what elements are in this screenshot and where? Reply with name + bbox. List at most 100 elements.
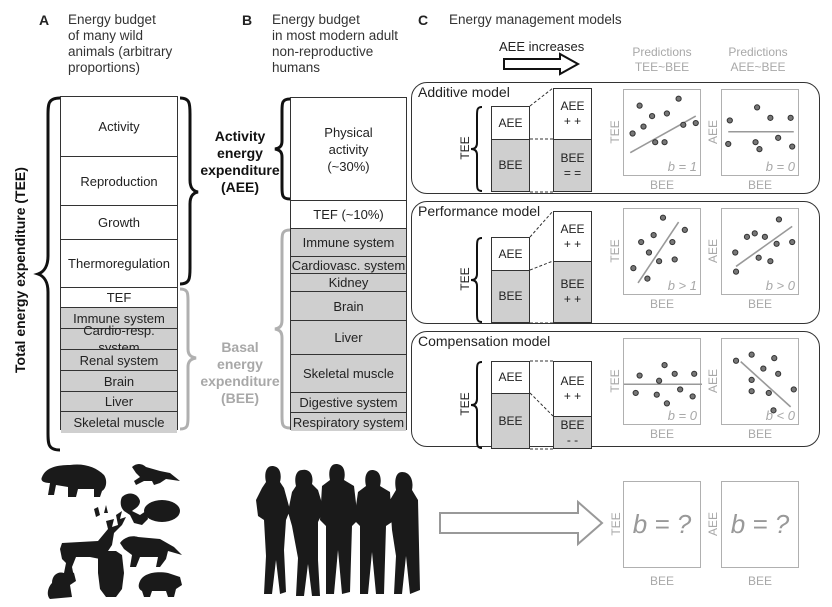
- aee-label-line: (AEE): [220, 179, 260, 195]
- data-point: [732, 357, 740, 364]
- budget-cell-label: Growth: [98, 215, 140, 230]
- budget-cell: Growth: [61, 206, 177, 240]
- data-point: [677, 386, 684, 393]
- big-hollow-arrow: [439, 499, 604, 547]
- bee-label-line: Basal: [221, 339, 259, 355]
- bee-axis-label: BEE: [747, 427, 772, 441]
- data-point: [636, 102, 643, 109]
- pred-header-line: Predictions: [728, 45, 788, 59]
- after-aee-change: + +: [563, 236, 582, 251]
- unknown-aee-axis-label: AEE: [706, 512, 720, 537]
- aee-increases-arrow: [503, 52, 581, 76]
- budget-cell-label: Digestive system: [299, 395, 398, 410]
- tee-brace: [33, 96, 61, 452]
- budget-cell: Respiratory system: [291, 413, 406, 431]
- budget-cell: Reproduction: [61, 157, 177, 206]
- data-point: [748, 351, 755, 358]
- data-point: [691, 370, 698, 377]
- person-silhouette: [256, 466, 290, 594]
- before-bar: AEE BEE: [491, 361, 530, 449]
- before-bar: AEE BEE: [491, 106, 530, 192]
- budget-cell-label: Liver: [334, 330, 363, 345]
- tee-brace-small: [470, 237, 483, 323]
- panel-b-title-line: Energy budget: [272, 12, 360, 27]
- panel-a-title-line: animals (arbitrary: [68, 44, 173, 59]
- before-aee-label: AEE: [498, 115, 523, 130]
- bee-label: Basal energy expenditure (BEE): [196, 339, 284, 407]
- data-point: [789, 238, 796, 246]
- data-point: [669, 238, 676, 246]
- data-point: [663, 110, 671, 117]
- tee-brace-small: [470, 361, 483, 449]
- panel-a-title-line: proportions): [68, 60, 141, 75]
- after-bee-cell: BEE = =: [554, 140, 591, 191]
- budget-cell-label: Liver: [104, 394, 134, 409]
- aee-brace-b: [274, 97, 291, 201]
- panel-b-stack: Physical activity (~30%)TEF (~10%)Immune…: [290, 97, 407, 431]
- budget-cell: Skeletal muscle: [291, 355, 406, 393]
- bee-brace-a: [179, 287, 197, 431]
- data-point: [636, 372, 643, 379]
- aee-label-line: expenditure: [200, 162, 280, 178]
- fox-silhouette: [132, 464, 180, 485]
- data-point: [652, 139, 659, 146]
- budget-cell: Thermoregulation: [61, 240, 177, 288]
- budget-cell: TEF (~10%): [291, 201, 406, 229]
- model-title: Performance model: [418, 203, 541, 219]
- slope-label: b = 0: [667, 408, 697, 423]
- budget-cell-label: Skeletal muscle: [73, 415, 165, 430]
- budget-cell: Liver: [291, 321, 406, 355]
- after-bee-change: = =: [563, 165, 582, 180]
- data-point: [790, 386, 797, 393]
- data-point: [767, 114, 774, 121]
- model-box: [411, 331, 820, 447]
- data-point: [726, 117, 733, 124]
- tee-axis-label: TEE: [608, 368, 622, 393]
- data-point: [638, 238, 645, 246]
- unknown-slope-label: b = ?: [731, 509, 790, 540]
- unknown-bee-axis-label: BEE: [747, 574, 772, 588]
- bee-axis-label: BEE: [649, 427, 674, 441]
- slope-label: b > 0: [765, 278, 795, 293]
- data-point: [760, 365, 767, 372]
- person-silhouette: [354, 470, 392, 594]
- person-silhouette: [288, 469, 324, 596]
- after-aee-cell: AEE + +: [554, 362, 591, 417]
- panel-a-title-line: of many wild: [68, 28, 144, 43]
- budget-cell: Liver: [61, 392, 177, 412]
- data-point: [653, 391, 660, 398]
- panel-b-title: Energy budget in most modern adult non-r…: [272, 12, 398, 76]
- before-aee-label: AEE: [498, 246, 523, 261]
- before-aee-label: AEE: [498, 370, 523, 384]
- data-point: [789, 143, 796, 150]
- regression-line: [629, 115, 697, 154]
- person-silhouette: [390, 472, 420, 594]
- before-aee-cell: AEE: [492, 238, 529, 271]
- budget-cell-label: Kidney: [328, 275, 369, 290]
- data-point: [648, 113, 656, 120]
- budget-cell: Digestive system: [291, 393, 406, 413]
- connector-top: [529, 210, 554, 238]
- tee-label-small: TEE: [458, 136, 472, 160]
- tee-axis-label: TEE: [608, 119, 622, 144]
- bee-axis-label: BEE: [649, 178, 674, 192]
- model-box: [411, 201, 820, 324]
- after-bee-change: + +: [563, 292, 582, 306]
- b-symbol: b = ?: [730, 509, 790, 539]
- budget-cell: Immune system: [61, 308, 177, 329]
- budget-cell: Skeletal muscle: [61, 412, 177, 433]
- aee-bee-plot: b < 0: [721, 338, 799, 425]
- budget-cell-label: Cardiovasc. system: [291, 257, 406, 273]
- data-point: [663, 400, 671, 407]
- tee-bee-plot: b = 0: [623, 338, 702, 425]
- aee-label-line: Activity: [214, 128, 266, 144]
- bee-axis-label: BEE: [747, 178, 772, 192]
- model-box: [411, 82, 820, 194]
- data-point: [680, 121, 687, 128]
- slope-label: b < 0: [765, 408, 795, 423]
- before-aee-cell: AEE: [492, 362, 529, 394]
- data-point: [640, 123, 647, 130]
- aee-increases-label: AEE increases: [499, 39, 585, 54]
- data-point: [761, 233, 769, 240]
- regression-line: [735, 225, 793, 268]
